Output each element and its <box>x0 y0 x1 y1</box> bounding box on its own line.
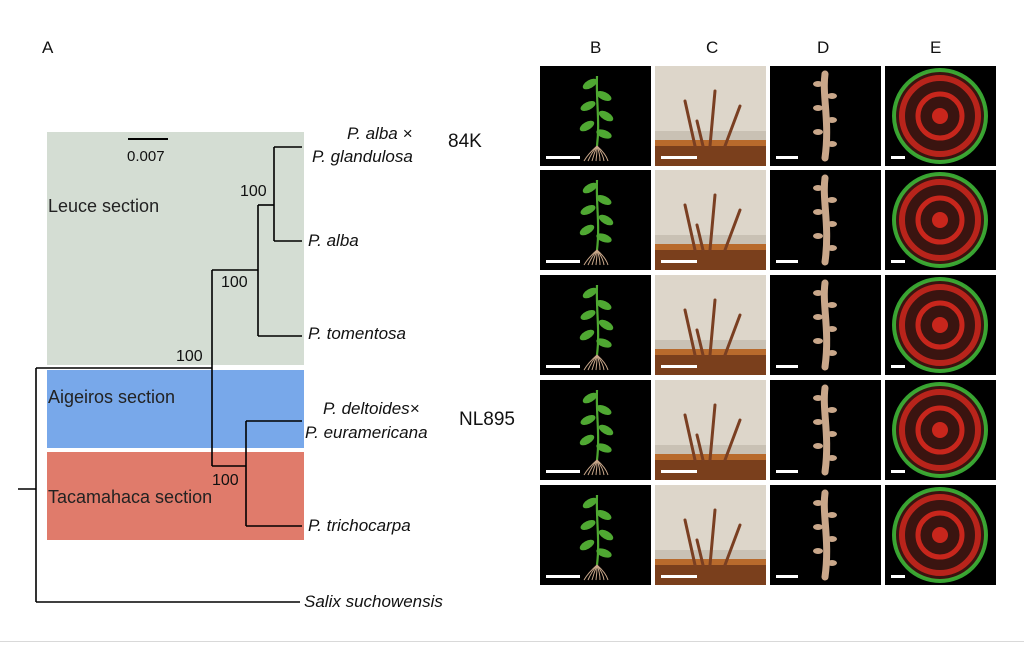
bootstrap-leuce: 100 <box>221 274 248 291</box>
photo-tube-row-1 <box>655 66 766 166</box>
photo-scale-bar <box>891 365 905 368</box>
plant-illustration <box>579 179 614 266</box>
photo-cross-row-4 <box>885 380 996 480</box>
panel-label-a: A <box>42 38 54 57</box>
root-illustration <box>813 489 837 581</box>
photo-root-row-3 <box>770 275 881 375</box>
photo-plant-row-4 <box>540 380 651 480</box>
root-illustration <box>813 279 837 371</box>
photo-scale-bar <box>661 156 697 159</box>
cross-illustration <box>892 277 988 373</box>
panel-label-c: C <box>706 38 719 57</box>
bootstrap-alba-pair: 100 <box>240 183 267 200</box>
photo-scale-bar <box>546 156 580 159</box>
cross-illustration <box>892 382 988 478</box>
photo-tube-row-2 <box>655 170 766 270</box>
photo-root-row-1 <box>770 66 881 166</box>
taxon-deltoides-x-euramericana-line1: P. deltoides× <box>323 399 420 418</box>
cross-illustration <box>892 172 988 268</box>
photo-scale-bar <box>776 575 798 578</box>
photo-plant-row-3 <box>540 275 651 375</box>
aigeiros-section-label: Aigeiros section <box>48 387 176 407</box>
tube-illustration <box>655 170 766 270</box>
photo-scale-bar <box>776 470 798 473</box>
cross-illustration <box>892 68 988 164</box>
photo-plant-row-2 <box>540 170 651 270</box>
taxon-alba-x-glandulosa-line1: P. alba × <box>347 124 413 143</box>
strain-nl895: NL895 <box>459 409 515 430</box>
photo-tube-row-5 <box>655 485 766 585</box>
photo-root-row-2 <box>770 170 881 270</box>
photo-cross-row-5 <box>885 485 996 585</box>
plant-illustration <box>579 75 614 162</box>
photo-scale-bar <box>891 470 905 473</box>
photo-scale-bar <box>776 260 798 263</box>
tube-illustration <box>655 485 766 585</box>
photo-scale-bar <box>776 365 798 368</box>
scale-bar-label: 0.007 <box>127 148 165 165</box>
leuce-section-label: Leuce section <box>48 196 160 216</box>
photo-scale-bar <box>776 156 798 159</box>
root-illustration <box>813 70 837 162</box>
taxon-alba: P. alba <box>308 231 359 250</box>
tube-illustration <box>655 66 766 166</box>
tube-illustration <box>655 380 766 480</box>
root-illustration <box>813 384 837 476</box>
photo-scale-bar <box>546 575 580 578</box>
plant-illustration <box>579 389 614 476</box>
photo-scale-bar <box>661 260 697 263</box>
plant-illustration <box>579 494 614 581</box>
bootstrap-aigeiros-tacamahaca: 100 <box>212 472 239 489</box>
photo-tube-row-4 <box>655 380 766 480</box>
photo-scale-bar <box>891 575 905 578</box>
bootstrap-populus: 100 <box>176 348 203 365</box>
aigeiros-section-band <box>47 370 304 448</box>
plant-illustration <box>579 284 614 371</box>
photo-cross-row-1 <box>885 66 996 166</box>
phylogenetic-tree <box>18 146 302 603</box>
tube-illustration <box>655 275 766 375</box>
taxon-alba-x-glandulosa-line2: P. glandulosa <box>312 147 413 166</box>
photo-scale-bar <box>891 156 905 159</box>
leuce-section-band <box>47 132 304 365</box>
photo-scale-bar <box>661 470 697 473</box>
bottom-divider <box>0 641 1024 642</box>
photo-scale-bar <box>546 365 580 368</box>
photo-scale-bar <box>891 260 905 263</box>
tacamahaca-section-label: Tacamahaca section <box>48 487 213 507</box>
scale-bar-line <box>128 138 168 140</box>
photo-cross-row-2 <box>885 170 996 270</box>
taxon-tomentosa: P. tomentosa <box>308 324 406 343</box>
taxon-salix-suchowensis: Salix suchowensis <box>304 592 443 611</box>
strain-84k: 84K <box>448 131 482 152</box>
photo-root-row-4 <box>770 380 881 480</box>
panel-label-b: B <box>590 38 602 57</box>
panel-label-d: D <box>817 38 830 57</box>
panel-label-e: E <box>930 38 942 57</box>
photo-plant-row-1 <box>540 66 651 166</box>
photo-root-row-5 <box>770 485 881 585</box>
photo-scale-bar <box>661 365 697 368</box>
photo-cross-row-3 <box>885 275 996 375</box>
root-illustration <box>813 174 837 266</box>
photo-scale-bar <box>661 575 697 578</box>
taxon-deltoides-x-euramericana-line2: P. euramericana <box>305 423 428 442</box>
cross-illustration <box>892 487 988 583</box>
taxon-trichocarpa: P. trichocarpa <box>308 516 411 535</box>
photo-scale-bar <box>546 260 580 263</box>
photo-tube-row-3 <box>655 275 766 375</box>
photo-scale-bar <box>546 470 580 473</box>
photo-plant-row-5 <box>540 485 651 585</box>
